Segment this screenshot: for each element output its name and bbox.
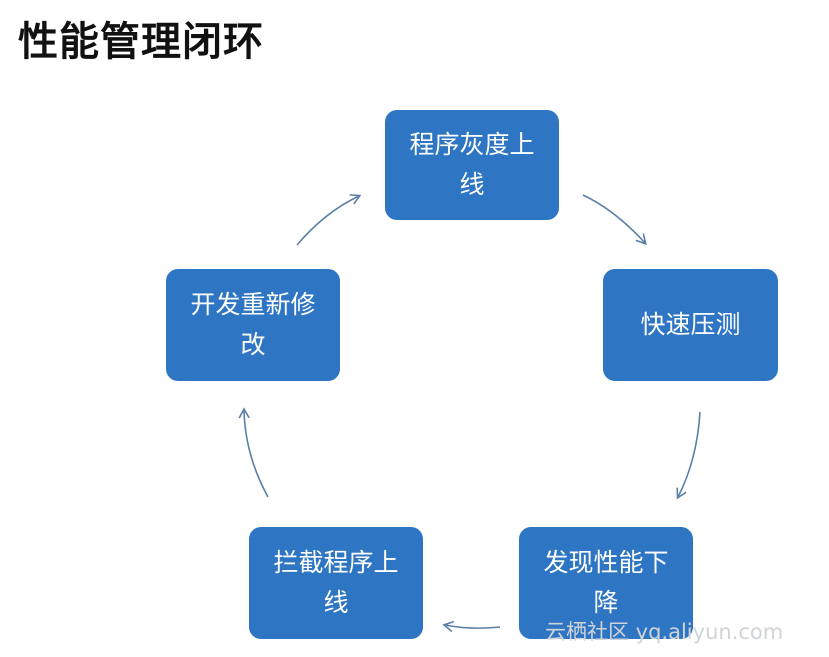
- node-gray-release: 程序灰度上线: [385, 110, 559, 220]
- node-quick-stress-test: 快速压测: [603, 269, 778, 381]
- node-block-release: 拦截程序上线: [249, 527, 423, 639]
- node-label: 发现性能下降: [543, 548, 669, 617]
- node-dev-rework: 开发重新修改: [166, 269, 340, 381]
- watermark: 云栖社区 yq.aliyun.com: [545, 620, 784, 644]
- node-label: 程序灰度上线: [409, 130, 535, 199]
- node-label: 拦截程序上线: [273, 548, 399, 617]
- page-title: 性能管理闭环: [18, 19, 264, 65]
- arrow-4-to-5: [238, 407, 269, 498]
- arrow-1-to-2: [582, 194, 647, 245]
- node-label: 快速压测: [640, 310, 741, 339]
- arrow-2-to-3: [676, 411, 701, 500]
- arrow-5-to-1: [296, 194, 362, 246]
- node-label: 开发重新修改: [190, 290, 316, 359]
- arrow-3-to-4: [442, 620, 501, 633]
- node-performance-drop: 发现性能下降: [519, 527, 693, 639]
